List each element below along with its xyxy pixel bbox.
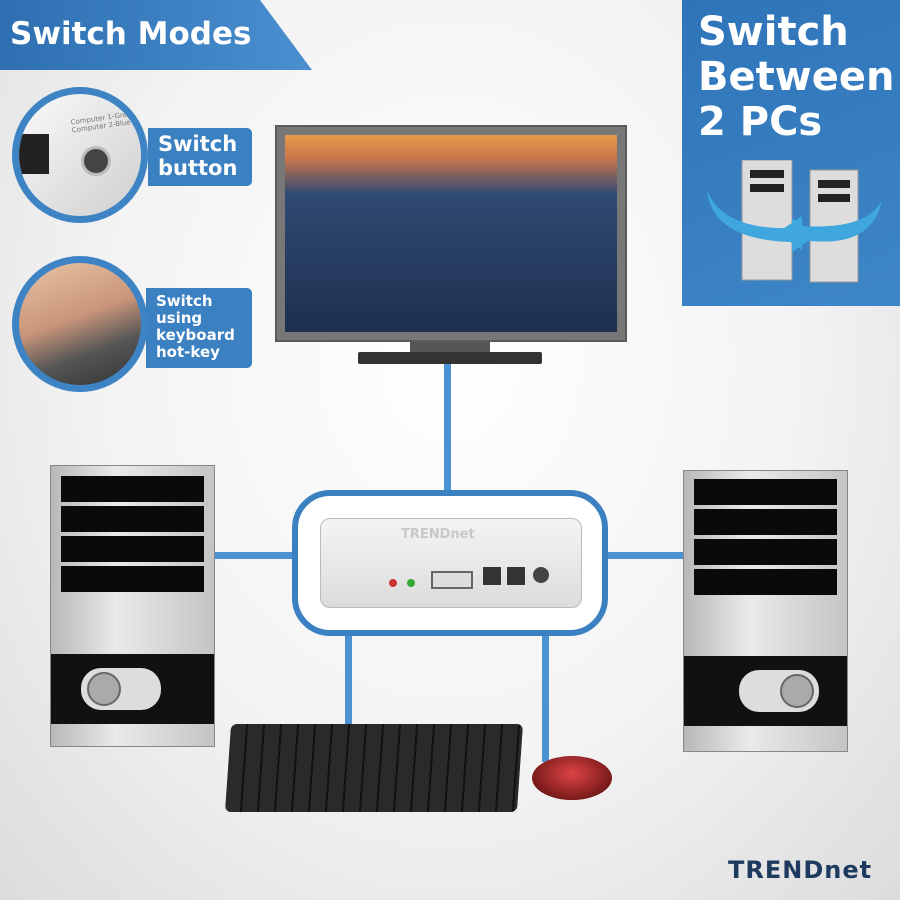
dvi-port-icon <box>431 571 473 589</box>
mic-port-icon <box>407 579 415 587</box>
monitor-stand <box>358 352 542 364</box>
switch-between-pcs-panel: Switch Between 2 PCs <box>682 0 900 306</box>
power-port-icon <box>533 567 549 583</box>
usb-port-icon <box>483 567 501 585</box>
kvm-switch: TRENDnet <box>292 490 608 636</box>
audio-port-icon <box>389 579 397 587</box>
mouse-cable <box>542 634 549 762</box>
keyboard-cable <box>345 634 352 730</box>
usb-port-icon <box>19 134 49 174</box>
right-pc-cable <box>605 552 685 559</box>
switch-button-icon <box>81 146 111 176</box>
mouse <box>532 756 612 800</box>
keyboard-hotkey-photo <box>12 256 148 392</box>
keyboard-hotkey-label: Switch using keyboard hot-key <box>146 288 252 368</box>
monitor <box>275 125 627 342</box>
keyboard <box>224 724 524 812</box>
power-button-icon[interactable] <box>87 672 121 706</box>
usb-port-icon <box>507 567 525 585</box>
two-pcs-swap-icon <box>707 160 882 283</box>
pc-front-panel <box>51 654 214 724</box>
right-pc <box>683 470 848 752</box>
panel-title: Switch Between 2 PCs <box>698 9 895 145</box>
power-button-icon[interactable] <box>780 674 814 708</box>
left-pc <box>50 465 215 747</box>
monitor-screen <box>285 135 617 332</box>
kvm-brand: TRENDnet <box>401 527 475 542</box>
switch-button-label: Switch button <box>148 128 252 186</box>
monitor-cable <box>444 362 451 492</box>
left-pc-cable <box>213 552 295 559</box>
switch-modes-banner: Switch Modes <box>0 0 312 70</box>
kvm-device: TRENDnet <box>320 518 582 608</box>
pc-front-panel <box>684 656 847 726</box>
banner-title: Switch Modes <box>10 16 252 52</box>
trendnet-logo: TRENDnet <box>728 856 873 884</box>
